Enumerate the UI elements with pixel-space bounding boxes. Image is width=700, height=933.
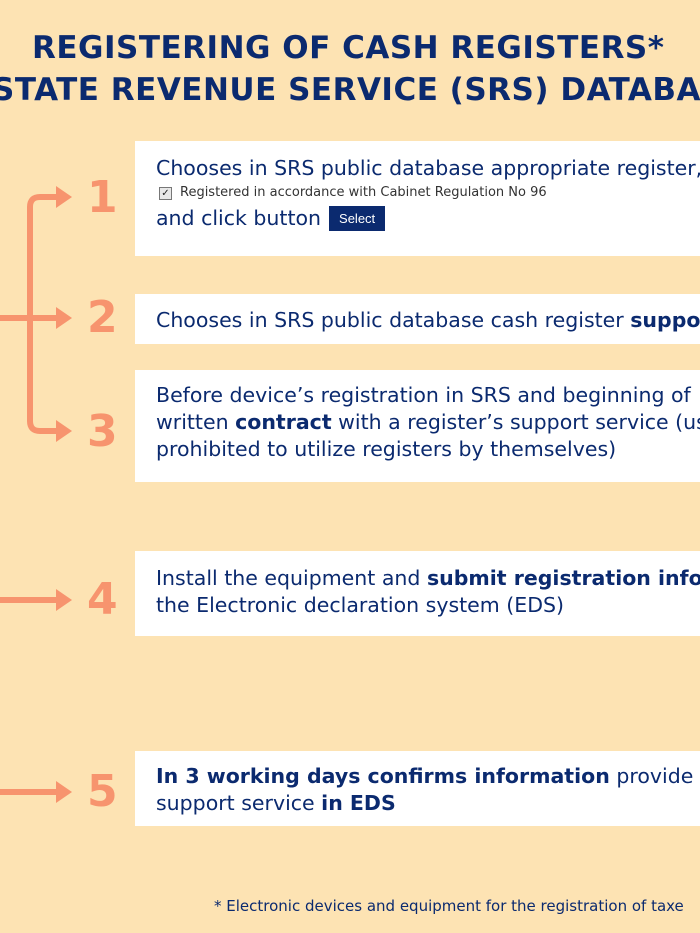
- arrowhead-2: [56, 307, 72, 329]
- arrowhead-1: [56, 186, 72, 208]
- step-5-line2: support service in EDS: [156, 790, 700, 817]
- step-number-1: 1: [87, 172, 118, 223]
- registered-checkbox[interactable]: ✓: [159, 186, 172, 200]
- step-box-5: In 3 working days confirms information p…: [135, 751, 700, 826]
- step-box-1: Chooses in SRS public database appropria…: [135, 141, 700, 256]
- step-4-line1: Install the equipment and submit registr…: [156, 565, 700, 592]
- step-3-line2-a: written: [156, 410, 236, 434]
- step-number-4: 4: [87, 574, 118, 625]
- step-box-3: Before device’s registration in SRS and …: [135, 370, 700, 482]
- step-5-line1-b: provide: [609, 764, 694, 788]
- step-1-text-b: and click button: [156, 206, 322, 230]
- step-3-line1: Before device’s registration in SRS and …: [156, 383, 691, 407]
- arrowhead-4: [56, 589, 72, 611]
- step-number-2: 2: [87, 292, 118, 343]
- step-3-line3: prohibited to utilize registers by thems…: [156, 437, 617, 461]
- select-button[interactable]: Select: [329, 206, 386, 231]
- step-2-text: Chooses in SRS public database cash regi…: [156, 308, 631, 332]
- page-subtitle: STATE REVENUE SERVICE (SRS) DATABA: [0, 72, 700, 108]
- step-5-line2-a: support service: [156, 791, 322, 815]
- step-3-contract: contract: [235, 410, 332, 434]
- button-row: and click button Select: [156, 205, 700, 232]
- step-3-line2-b: with a register’s support service (us: [331, 410, 700, 434]
- step-number-3: 3: [87, 406, 118, 457]
- step-box-2: Chooses in SRS public database cash regi…: [135, 294, 700, 344]
- step-box-4: Install the equipment and submit registr…: [135, 551, 700, 636]
- step-5-eds: in EDS: [321, 791, 396, 815]
- step-2-bold: suppo: [630, 308, 700, 332]
- step-4-line2: the Electronic declaration system (EDS): [156, 593, 565, 617]
- step-5-bold: In 3 working days confirms information: [156, 764, 610, 788]
- arrowhead-5: [56, 781, 72, 803]
- arrowhead-3: [56, 420, 72, 442]
- step-4-bold: submit registration info: [426, 566, 700, 590]
- step-5-line1: In 3 working days confirms information p…: [156, 763, 700, 790]
- checkbox-row: ✓ Registered in accordance with Cabinet …: [159, 184, 700, 202]
- checkbox-label: Registered in accordance with Cabinet Re…: [180, 185, 547, 200]
- page-title: REGISTERING OF CASH REGISTERS*: [32, 30, 665, 66]
- step-1-text: Chooses in SRS public database appropria…: [156, 156, 700, 180]
- step-4-line1-a: Install the equipment and: [156, 566, 427, 590]
- footnote: * Electronic devices and equipment for t…: [214, 897, 684, 915]
- step-3-line2: written contract with a register’s suppo…: [156, 409, 700, 436]
- bracket-line: [27, 194, 65, 434]
- step-number-5: 5: [87, 766, 118, 817]
